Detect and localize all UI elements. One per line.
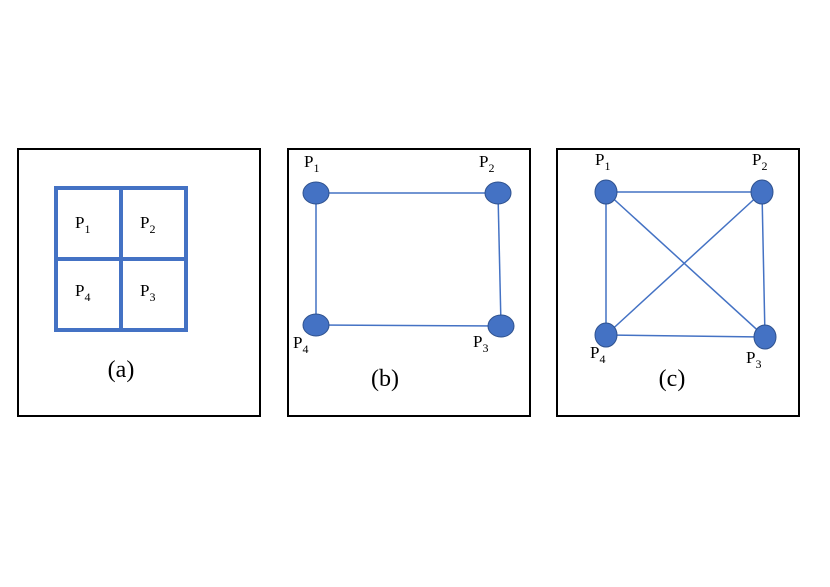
panel-b: P1 P2 P3 P4 (b): [287, 148, 531, 417]
node-label-p1: P1: [304, 152, 319, 175]
edge-p3-p4: [605, 334, 766, 338]
edge-p2-p3: [761, 191, 766, 338]
caption-c: (c): [659, 366, 686, 392]
cell-label-p3: P3: [140, 281, 155, 304]
node-p1: [302, 181, 330, 205]
node-label-p3: P3: [473, 332, 488, 355]
edge-p2-p3: [497, 192, 502, 327]
edge-p1-p3: [605, 191, 766, 338]
caption-b: (b): [371, 366, 399, 392]
node-label-p4: P4: [590, 343, 605, 366]
node-p3: [753, 324, 777, 350]
panel-a: P1 P2 P4 P3 (a): [17, 148, 261, 417]
node-label-p2: P2: [752, 150, 767, 173]
node-label-p2: P2: [479, 152, 494, 175]
edge-p2-p4: [605, 191, 763, 336]
cell-label-p1: P1: [75, 213, 90, 236]
node-label-p3: P3: [746, 348, 761, 371]
caption-a: (a): [108, 357, 135, 383]
panel-c: P1 P2 P3 P4 (c): [556, 148, 800, 417]
cell-label-p2: P2: [140, 213, 155, 236]
node-p2: [484, 181, 512, 205]
node-p4: [594, 322, 618, 348]
node-p2: [750, 179, 774, 205]
node-p3: [487, 314, 515, 338]
node-label-p4: P4: [293, 333, 308, 356]
panel-a-frame: [17, 148, 261, 417]
node-label-p1: P1: [595, 150, 610, 173]
node-p1: [594, 179, 618, 205]
edge-p3-p4: [315, 324, 502, 327]
node-p4: [302, 313, 330, 337]
cell-label-p4: P4: [75, 281, 90, 304]
